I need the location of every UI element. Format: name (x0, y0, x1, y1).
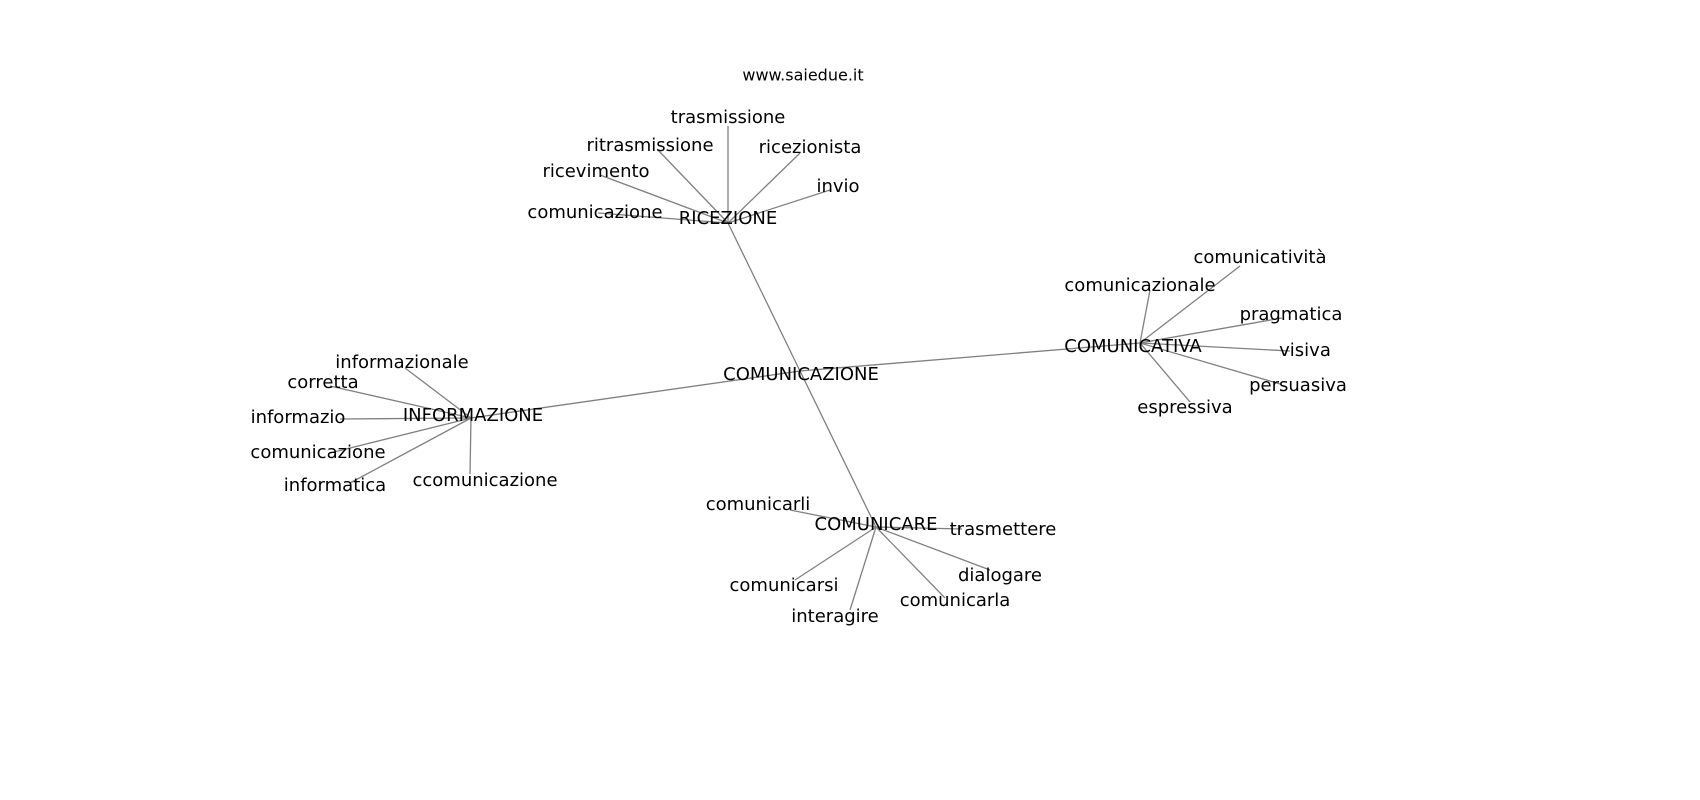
node-label-i5: informatica (284, 475, 386, 496)
node-label-informazione: INFORMAZIONE (403, 405, 543, 426)
node-label-i4: comunicazione (250, 442, 385, 463)
edge-comunicativa-a2 (1139, 265, 1241, 344)
edge-comunicativa-a3 (1139, 317, 1283, 344)
node-label-a1: comunicazionale (1064, 275, 1215, 296)
edge-comunicativa-a4 (1139, 342, 1291, 352)
edge-informazione-i5 (349, 417, 472, 484)
edge-informazione-i4 (329, 417, 472, 454)
edge-ricezione-r6 (597, 212, 729, 224)
node-label-i6: ccomunicazione (412, 470, 557, 491)
node-label-i2: corretta (287, 372, 358, 393)
edge-comunicare-c6 (794, 526, 877, 581)
node-label-a4: visiva (1279, 340, 1331, 361)
edge-informazione-i6 (469, 417, 472, 475)
node-label-c2: trasmettere (950, 519, 1057, 540)
edge-comunicare-c1 (789, 509, 877, 528)
edge-informazione-i1 (404, 367, 472, 419)
edge-ricezione-r3 (727, 152, 801, 224)
edge-comunicazione_root-comunicare (799, 370, 877, 528)
edge-comunicare-c2 (875, 526, 963, 530)
edge-comunicazione_root-comunicativa (799, 342, 1141, 372)
edge-ricezione-r1 (656, 148, 729, 224)
node-label-a6: espressiva (1137, 397, 1232, 418)
node-label-r4: invio (816, 176, 859, 197)
node-label-r5: ricevimento (542, 161, 649, 182)
node-label-i1: informazionale (335, 352, 468, 373)
edge-comunicativa-a6 (1139, 342, 1191, 403)
edge-ricezione-r5 (599, 174, 729, 224)
diagram-title: www.saiedue.it (742, 66, 863, 85)
node-label-c5: interagire (791, 606, 878, 627)
edge-comunicare-c5 (849, 526, 877, 611)
node-label-comunicativa: COMUNICATIVA (1064, 336, 1202, 357)
node-label-a3: pragmatica (1240, 304, 1343, 325)
node-label-comunicazione_root: COMUNICAZIONE (723, 364, 879, 385)
edge-informazione-i2 (329, 385, 472, 419)
node-label-c6: comunicarsi (730, 575, 839, 596)
edges-layer (329, 126, 1291, 611)
edge-informazione-i3 (339, 417, 472, 420)
edge-comunicare-c4 (875, 526, 946, 599)
edge-comunicare-c3 (875, 526, 991, 571)
node-label-comunicare: COMUNICARE (815, 514, 938, 535)
labels-layer: COMUNICAZIONE RICEZIONE INFORMAZIONE COMUNI… (250, 107, 1346, 627)
node-label-a2: comunicatività (1194, 247, 1327, 268)
node-label-c1: comunicarli (706, 494, 811, 515)
node-label-i3: informazio (251, 407, 346, 428)
node-label-r1: ritrasmissione (586, 135, 713, 156)
node-label-r3: ricezionista (759, 137, 862, 158)
edge-comunicativa-a1 (1139, 289, 1151, 344)
node-label-c4: comunicarla (900, 590, 1011, 611)
node-label-ricezione: RICEZIONE (679, 208, 777, 229)
edge-comunicazione_root-ricezione (727, 222, 801, 372)
node-label-r6: comunicazione (527, 202, 662, 223)
node-label-r2: trasmissione (671, 107, 786, 128)
edge-ricezione-r4 (727, 189, 831, 224)
edge-comunicativa-a5 (1139, 342, 1281, 385)
node-label-c3: dialogare (958, 565, 1042, 586)
edge-comunicazione_root-informazione (470, 370, 801, 419)
node-label-a5: persuasiva (1249, 375, 1347, 396)
